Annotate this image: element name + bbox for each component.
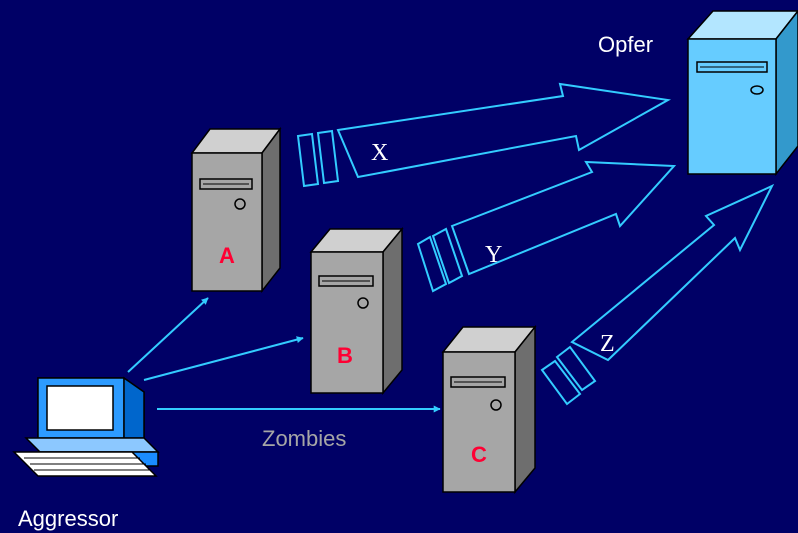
attacker-label: Aggressor: [18, 506, 118, 531]
server-tower-icon: [686, 9, 798, 177]
zombie-server-b: B: [309, 226, 404, 396]
stream-x-segment: [316, 129, 340, 185]
stream-x-segment: [296, 132, 320, 188]
stream-y-segment: [416, 235, 448, 293]
stream-z-segment: [555, 345, 597, 392]
stream-label-x: X: [371, 140, 388, 166]
zombie-label-b: B: [337, 343, 353, 368]
desktop-computer-icon: [12, 376, 160, 477]
zombie-server-a: A: [190, 126, 282, 294]
victim-server: Opfer: [598, 9, 798, 177]
server-tower-icon: [190, 126, 282, 294]
stream-z-arrow: [570, 183, 775, 362]
server-tower-icon: [441, 324, 537, 495]
attack-stream-y: [416, 160, 677, 293]
stream-x-arrow: [336, 82, 672, 179]
arrow-to-b: [143, 336, 304, 381]
arrow-to-a: [127, 297, 209, 373]
stream-label-y: Y: [485, 242, 502, 268]
zombies-label: Zombies: [262, 426, 346, 451]
zombie-label-c: C: [471, 442, 487, 467]
stream-z-segment: [540, 359, 582, 406]
server-tower-icon: [309, 226, 404, 396]
stream-y-arrow: [450, 160, 677, 276]
attack-stream-z: [540, 183, 775, 406]
attacker-computer: Aggressor: [12, 376, 160, 531]
attack-stream-x: [296, 82, 672, 188]
victim-label: Opfer: [598, 32, 653, 57]
zombie-label-a: A: [219, 243, 235, 268]
control-arrows: [127, 297, 441, 413]
zombie-server-c: C: [441, 324, 537, 495]
stream-y-segment: [431, 227, 464, 285]
stream-label-z: Z: [600, 331, 615, 357]
